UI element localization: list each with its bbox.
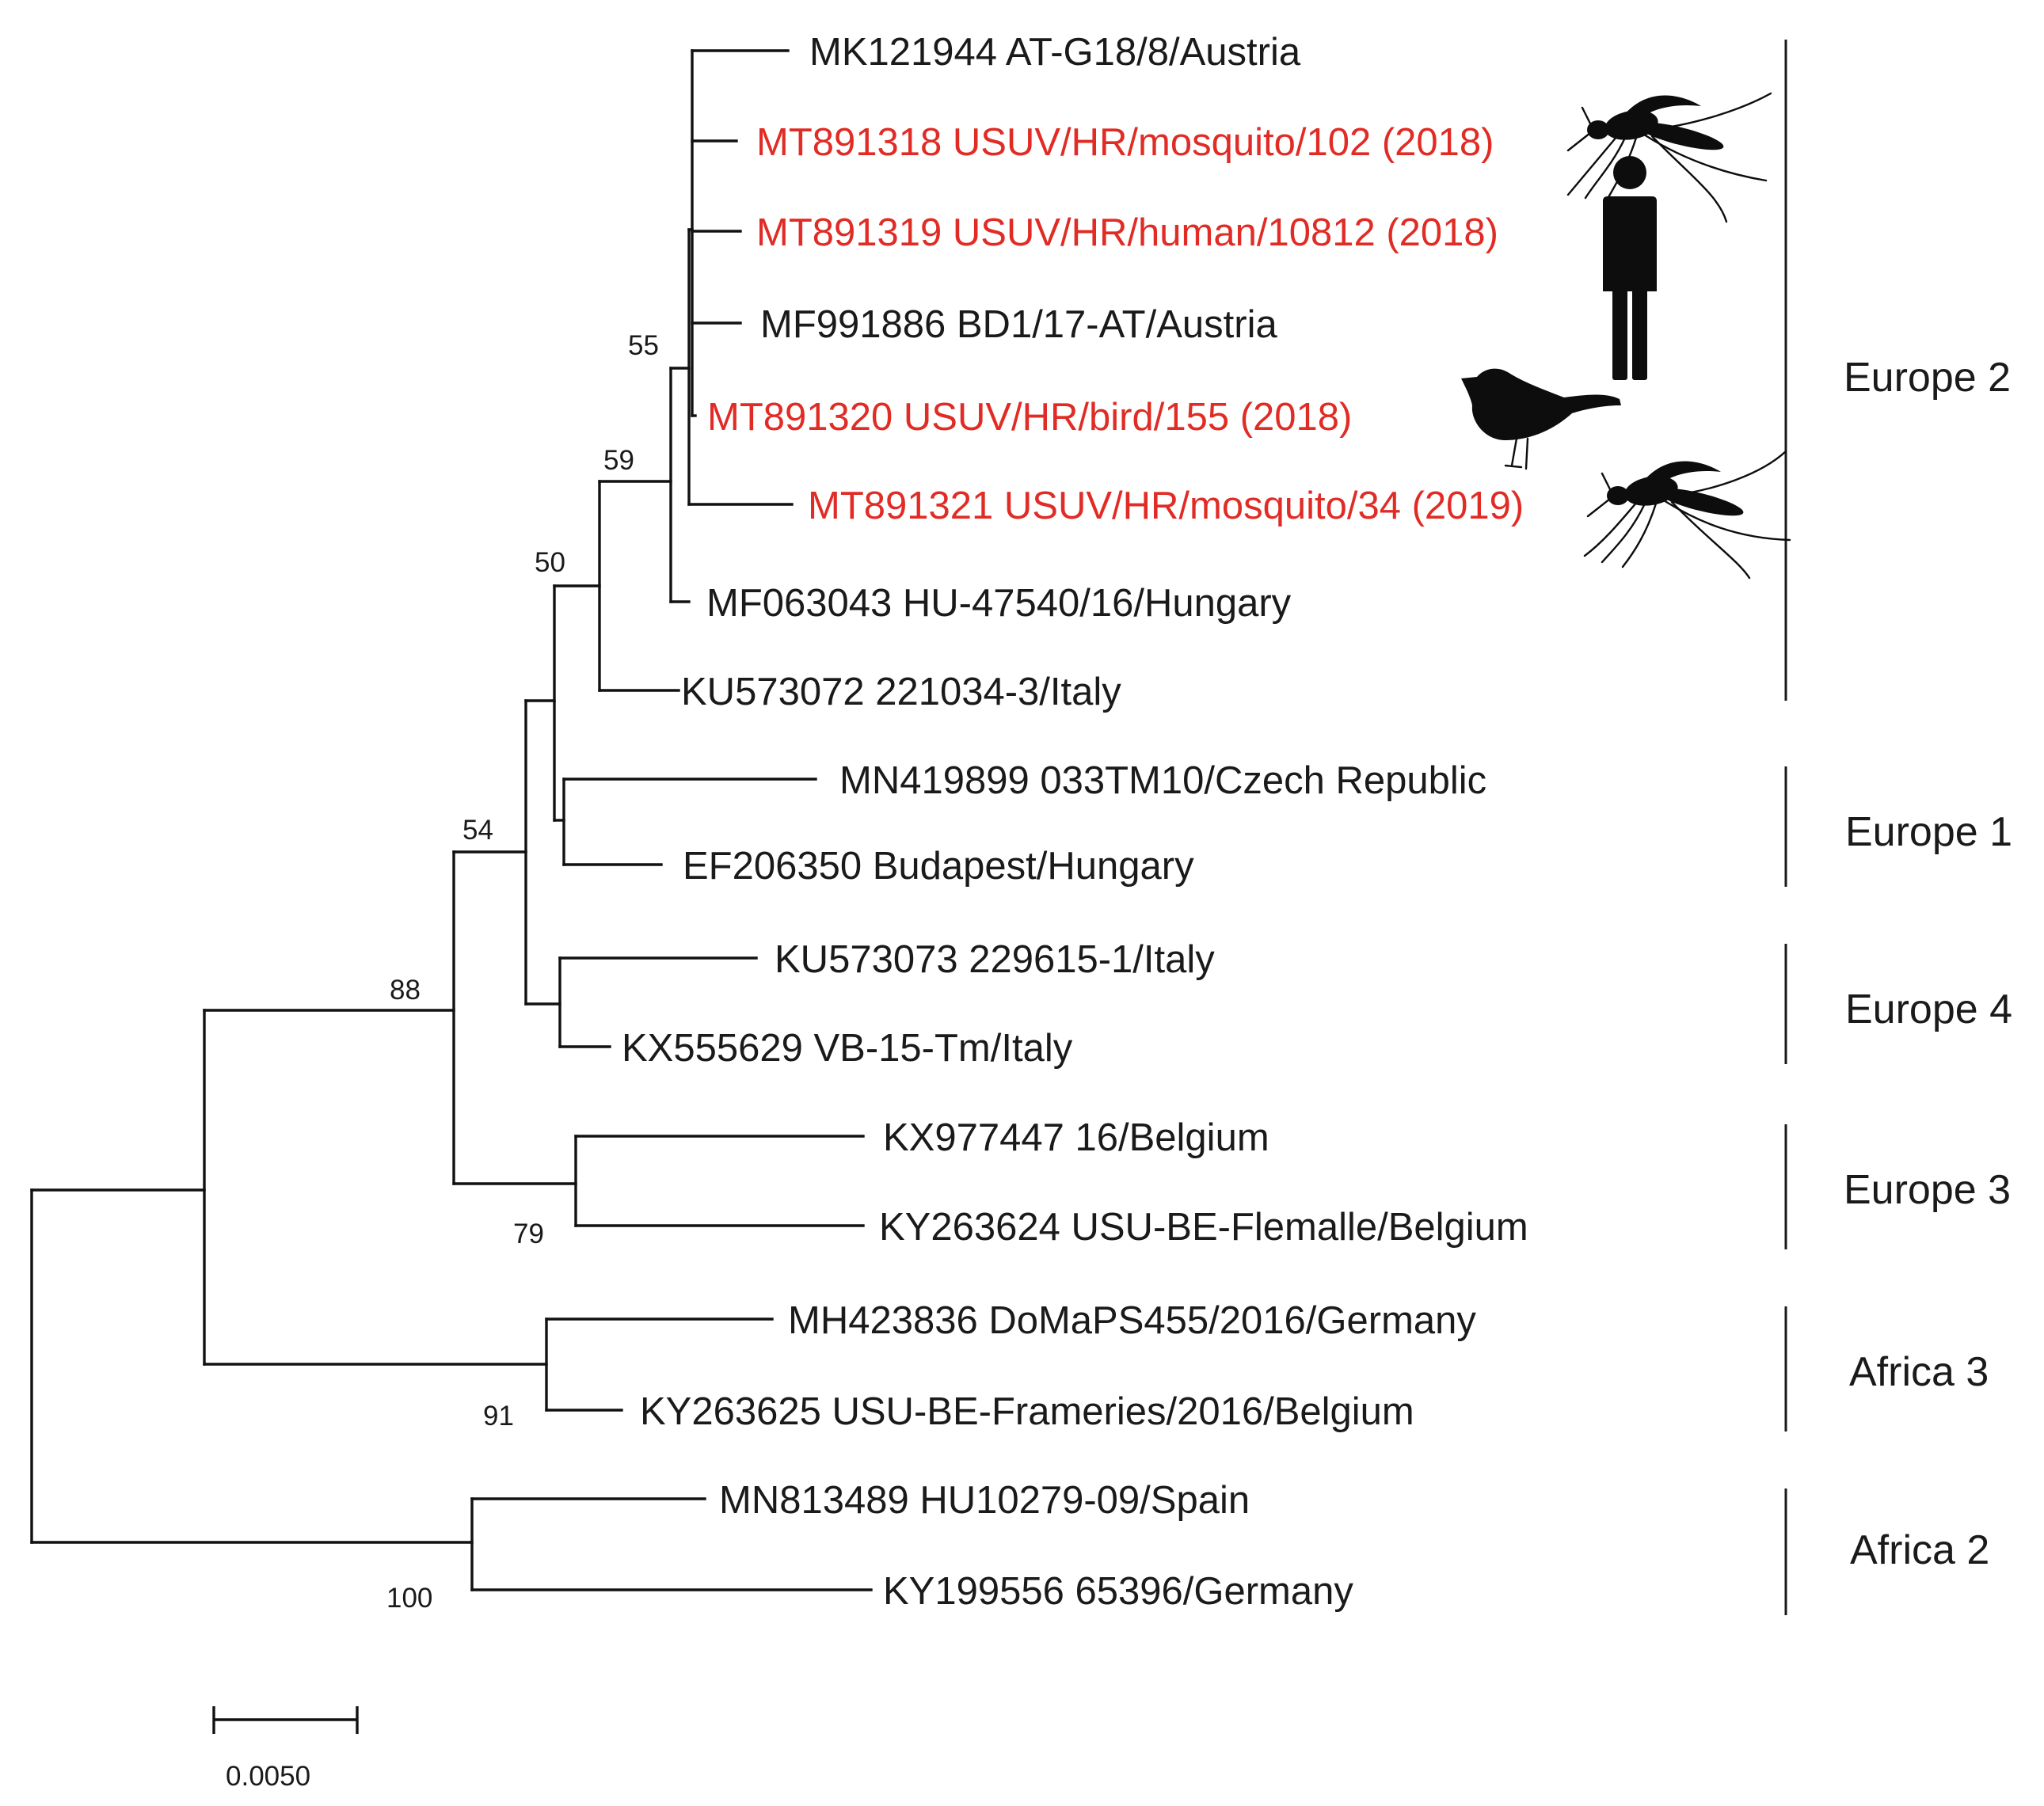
taxon-labels: MK121944 AT-G18/8/Austria MT891318 USUV/… — [622, 31, 1528, 1613]
clade-label: Europe 1 — [1845, 809, 2012, 855]
clade-annotations: Europe 2 Europe 1 Europe 4 Europe 3 Afri… — [1784, 40, 2012, 1615]
taxon-label: KX977447 16/Belgium — [883, 1116, 1269, 1159]
clade-label: Europe 4 — [1845, 987, 2012, 1032]
taxon-label: MT891321 USUV/HR/mosquito/34 (2019) — [808, 485, 1524, 527]
scale-bar-label: 0.0050 — [226, 1761, 310, 1792]
bootstrap-values: 55 59 50 54 88 79 91 100 — [386, 330, 659, 1614]
clade-label: Europe 2 — [1844, 355, 2011, 401]
taxon-label: MK121944 AT-G18/8/Austria — [809, 31, 1301, 74]
mosquito-icon — [1566, 92, 1772, 223]
bootstrap-value: 91 — [483, 1401, 514, 1431]
clade-label: Africa 3 — [1849, 1349, 1989, 1395]
taxon-label: KY263625 USU-BE-Frameries/2016/Belgium — [640, 1390, 1414, 1433]
bootstrap-value: 59 — [603, 445, 634, 476]
taxon-label: KY199556 65396/Germany — [883, 1570, 1353, 1613]
bootstrap-value: 55 — [628, 330, 659, 361]
bootstrap-value: 100 — [386, 1583, 432, 1614]
bootstrap-value: 88 — [390, 975, 421, 1006]
scale-bar-line — [212, 1706, 359, 1734]
human-icon — [1603, 156, 1657, 380]
clade-label: Europe 3 — [1844, 1167, 2011, 1213]
taxon-label: MF991886 BD1/17-AT/Austria — [760, 303, 1277, 346]
bird-icon — [1461, 368, 1621, 470]
taxon-label: EF206350 Budapest/Hungary — [683, 845, 1194, 888]
taxon-label: MT891319 USUV/HR/human/10812 (2018) — [756, 211, 1498, 254]
bootstrap-value: 50 — [535, 547, 565, 578]
taxon-label: MH423836 DoMaPS455/2016/Germany — [788, 1299, 1476, 1342]
clade-label: Africa 2 — [1850, 1527, 1989, 1573]
bootstrap-value: 79 — [513, 1219, 544, 1249]
tree-branches — [30, 49, 873, 1591]
taxon-label: MT891320 USUV/HR/bird/155 (2018) — [707, 396, 1352, 439]
taxon-label: KY263624 USU-BE-Flemalle/Belgium — [879, 1206, 1528, 1249]
taxon-label: MF063043 HU-47540/16/Hungary — [706, 582, 1292, 625]
taxon-label: MT891318 USUV/HR/mosquito/102 (2018) — [756, 121, 1494, 164]
scale-bar: 0.0050 — [212, 1706, 359, 1792]
taxon-label: KU573073 229615-1/Italy — [775, 938, 1215, 981]
mosquito-icon — [1583, 450, 1791, 580]
bootstrap-value: 54 — [462, 815, 493, 846]
taxon-label: MN419899 033TM10/Czech Republic — [839, 759, 1486, 802]
taxon-label: KX555629 VB-15-Tm/Italy — [622, 1027, 1073, 1070]
taxon-label: KU573072 221034-3/Italy — [681, 671, 1121, 713]
taxon-label: MN813489 HU10279-09/Spain — [719, 1479, 1250, 1522]
